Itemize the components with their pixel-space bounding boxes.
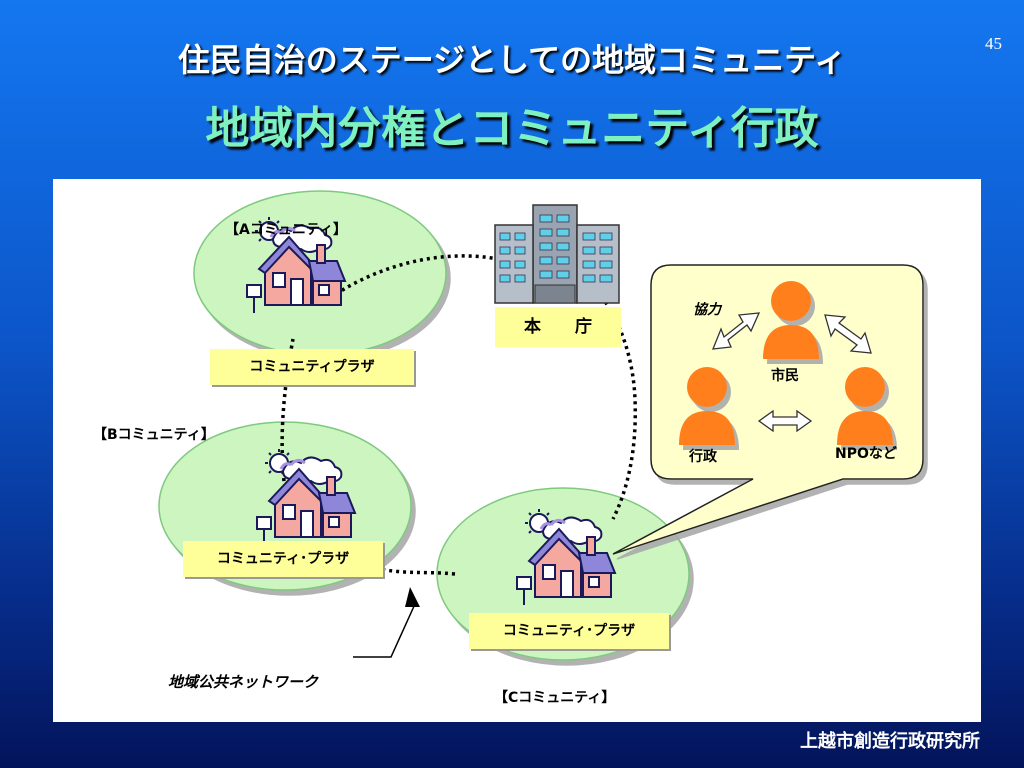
network-loop bbox=[280, 254, 638, 576]
slide-subtitle: 地域内分権とコミュニティ行政 bbox=[205, 103, 819, 154]
arrow-gov-citizen-icon bbox=[711, 312, 761, 350]
footer-organization: 上越市創造行政研究所 bbox=[800, 731, 980, 752]
community-c-label: 【Cコミュニティ】 bbox=[494, 690, 616, 706]
network-pointer-arrowhead bbox=[405, 587, 420, 607]
community-a-label: 【Aコミュニティ】 bbox=[225, 222, 347, 238]
community-b-label: 【Bコミュニティ】 bbox=[93, 427, 215, 443]
community-b-plaza-box: コミュニティ･プラザ bbox=[183, 541, 383, 577]
slide-title: 住民自治のステージとしての地域コミュニティ bbox=[177, 41, 847, 79]
callout-government-label: 行政 bbox=[689, 449, 717, 465]
callout-citizen-label: 市民 bbox=[771, 368, 799, 384]
arrow-citizen-npo-icon bbox=[824, 314, 872, 354]
community-c-plaza-box: コミュニティ･プラザ bbox=[469, 613, 669, 649]
callout-npo-label: NPOなど bbox=[835, 446, 897, 462]
network-pointer-line bbox=[353, 603, 416, 658]
diagram-canvas bbox=[158, 190, 924, 661]
community-a-plaza-box: コミュニティプラザ bbox=[210, 349, 414, 385]
callout-cooperation-label: 協力 bbox=[693, 302, 721, 318]
city-hall-label: 本 庁 bbox=[495, 307, 621, 347]
diagram-panel: 【Aコミュニティ】 コミュニティプラザ 【Bコミュニティ】 コミュニティ･プラザ… bbox=[53, 179, 981, 722]
city-hall-building bbox=[494, 204, 620, 304]
page-number: 45 bbox=[985, 34, 1002, 53]
arrow-gov-npo-icon bbox=[757, 409, 813, 433]
network-label: 地域公共ネットワーク bbox=[168, 673, 319, 691]
callout-balloon bbox=[612, 264, 924, 555]
